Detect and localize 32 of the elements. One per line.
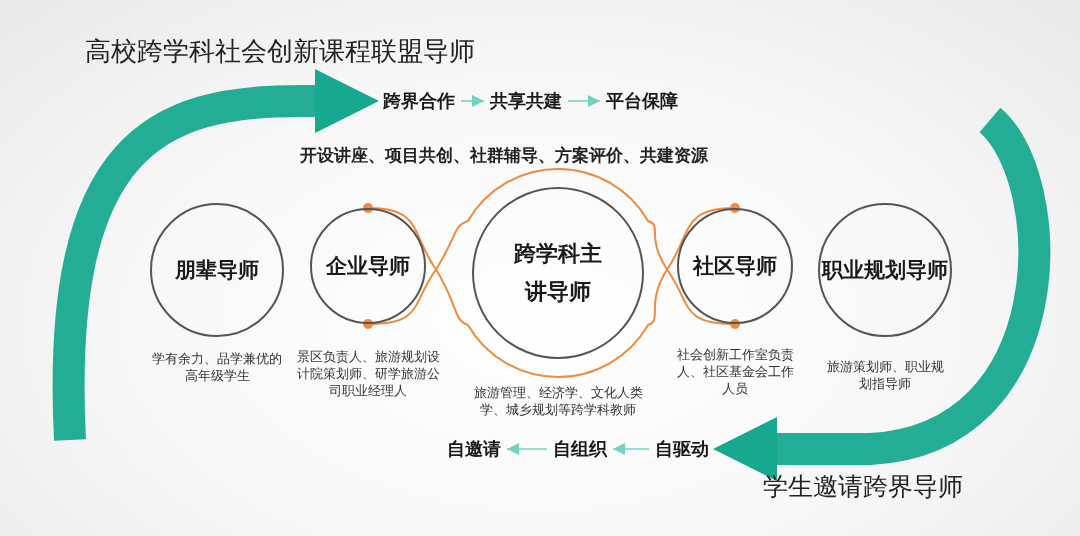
mentor-circle (818, 203, 952, 337)
annotation-text: 高校跨学科社会创新课程联盟导师 (85, 35, 475, 68)
mentor-description: 景区负责人、旅游规划设计院策划师、研学旅游公司职业经理人 (295, 348, 441, 399)
large-arrow (52, 69, 379, 441)
step-label: 平台保障 (606, 89, 678, 113)
mentor-circle (677, 208, 793, 324)
mentor-name: 社区导师 (693, 253, 777, 280)
step-label: 跨界合作 (383, 89, 455, 113)
mentor-description: 社会创新工作室负责人、社区基金会工作人员 (675, 346, 795, 397)
mentor-name: 企业导师 (326, 253, 410, 280)
mentor-description: 旅游策划师、职业规划指导师 (825, 358, 945, 392)
chevron-arrow (612, 443, 650, 455)
step-label: 自驱动 (655, 437, 709, 461)
mentor-name: 职业规划导师 (822, 257, 948, 284)
chevron-arrow (567, 95, 601, 107)
annotation-text: 开设讲座、项目共创、社群辅导、方案评价、共建资源 (300, 144, 708, 167)
mentor-name: 朋辈导师 (175, 257, 259, 284)
step-label: 自组织 (553, 437, 607, 461)
connector-curve (363, 168, 559, 378)
mentor-circle (310, 208, 426, 324)
mentor-circle (150, 203, 284, 337)
annotation-text: 学生邀请跨界导师 (763, 471, 963, 503)
mentor-circle (472, 187, 644, 359)
mentor-description: 学有余力、品学兼优的高年级学生 (152, 350, 282, 384)
mentor-name: 跨学科主讲导师 (513, 240, 603, 306)
step-label: 自邀请 (447, 437, 501, 461)
chevron-arrow (506, 443, 548, 455)
chevron-arrow (460, 95, 485, 107)
connector-curve (557, 168, 740, 378)
mentor-description: 旅游管理、经济学、文化人类学、城乡规划等跨学科教师 (472, 384, 644, 418)
large-arrow (713, 109, 1050, 481)
step-label: 共享共建 (490, 89, 562, 113)
